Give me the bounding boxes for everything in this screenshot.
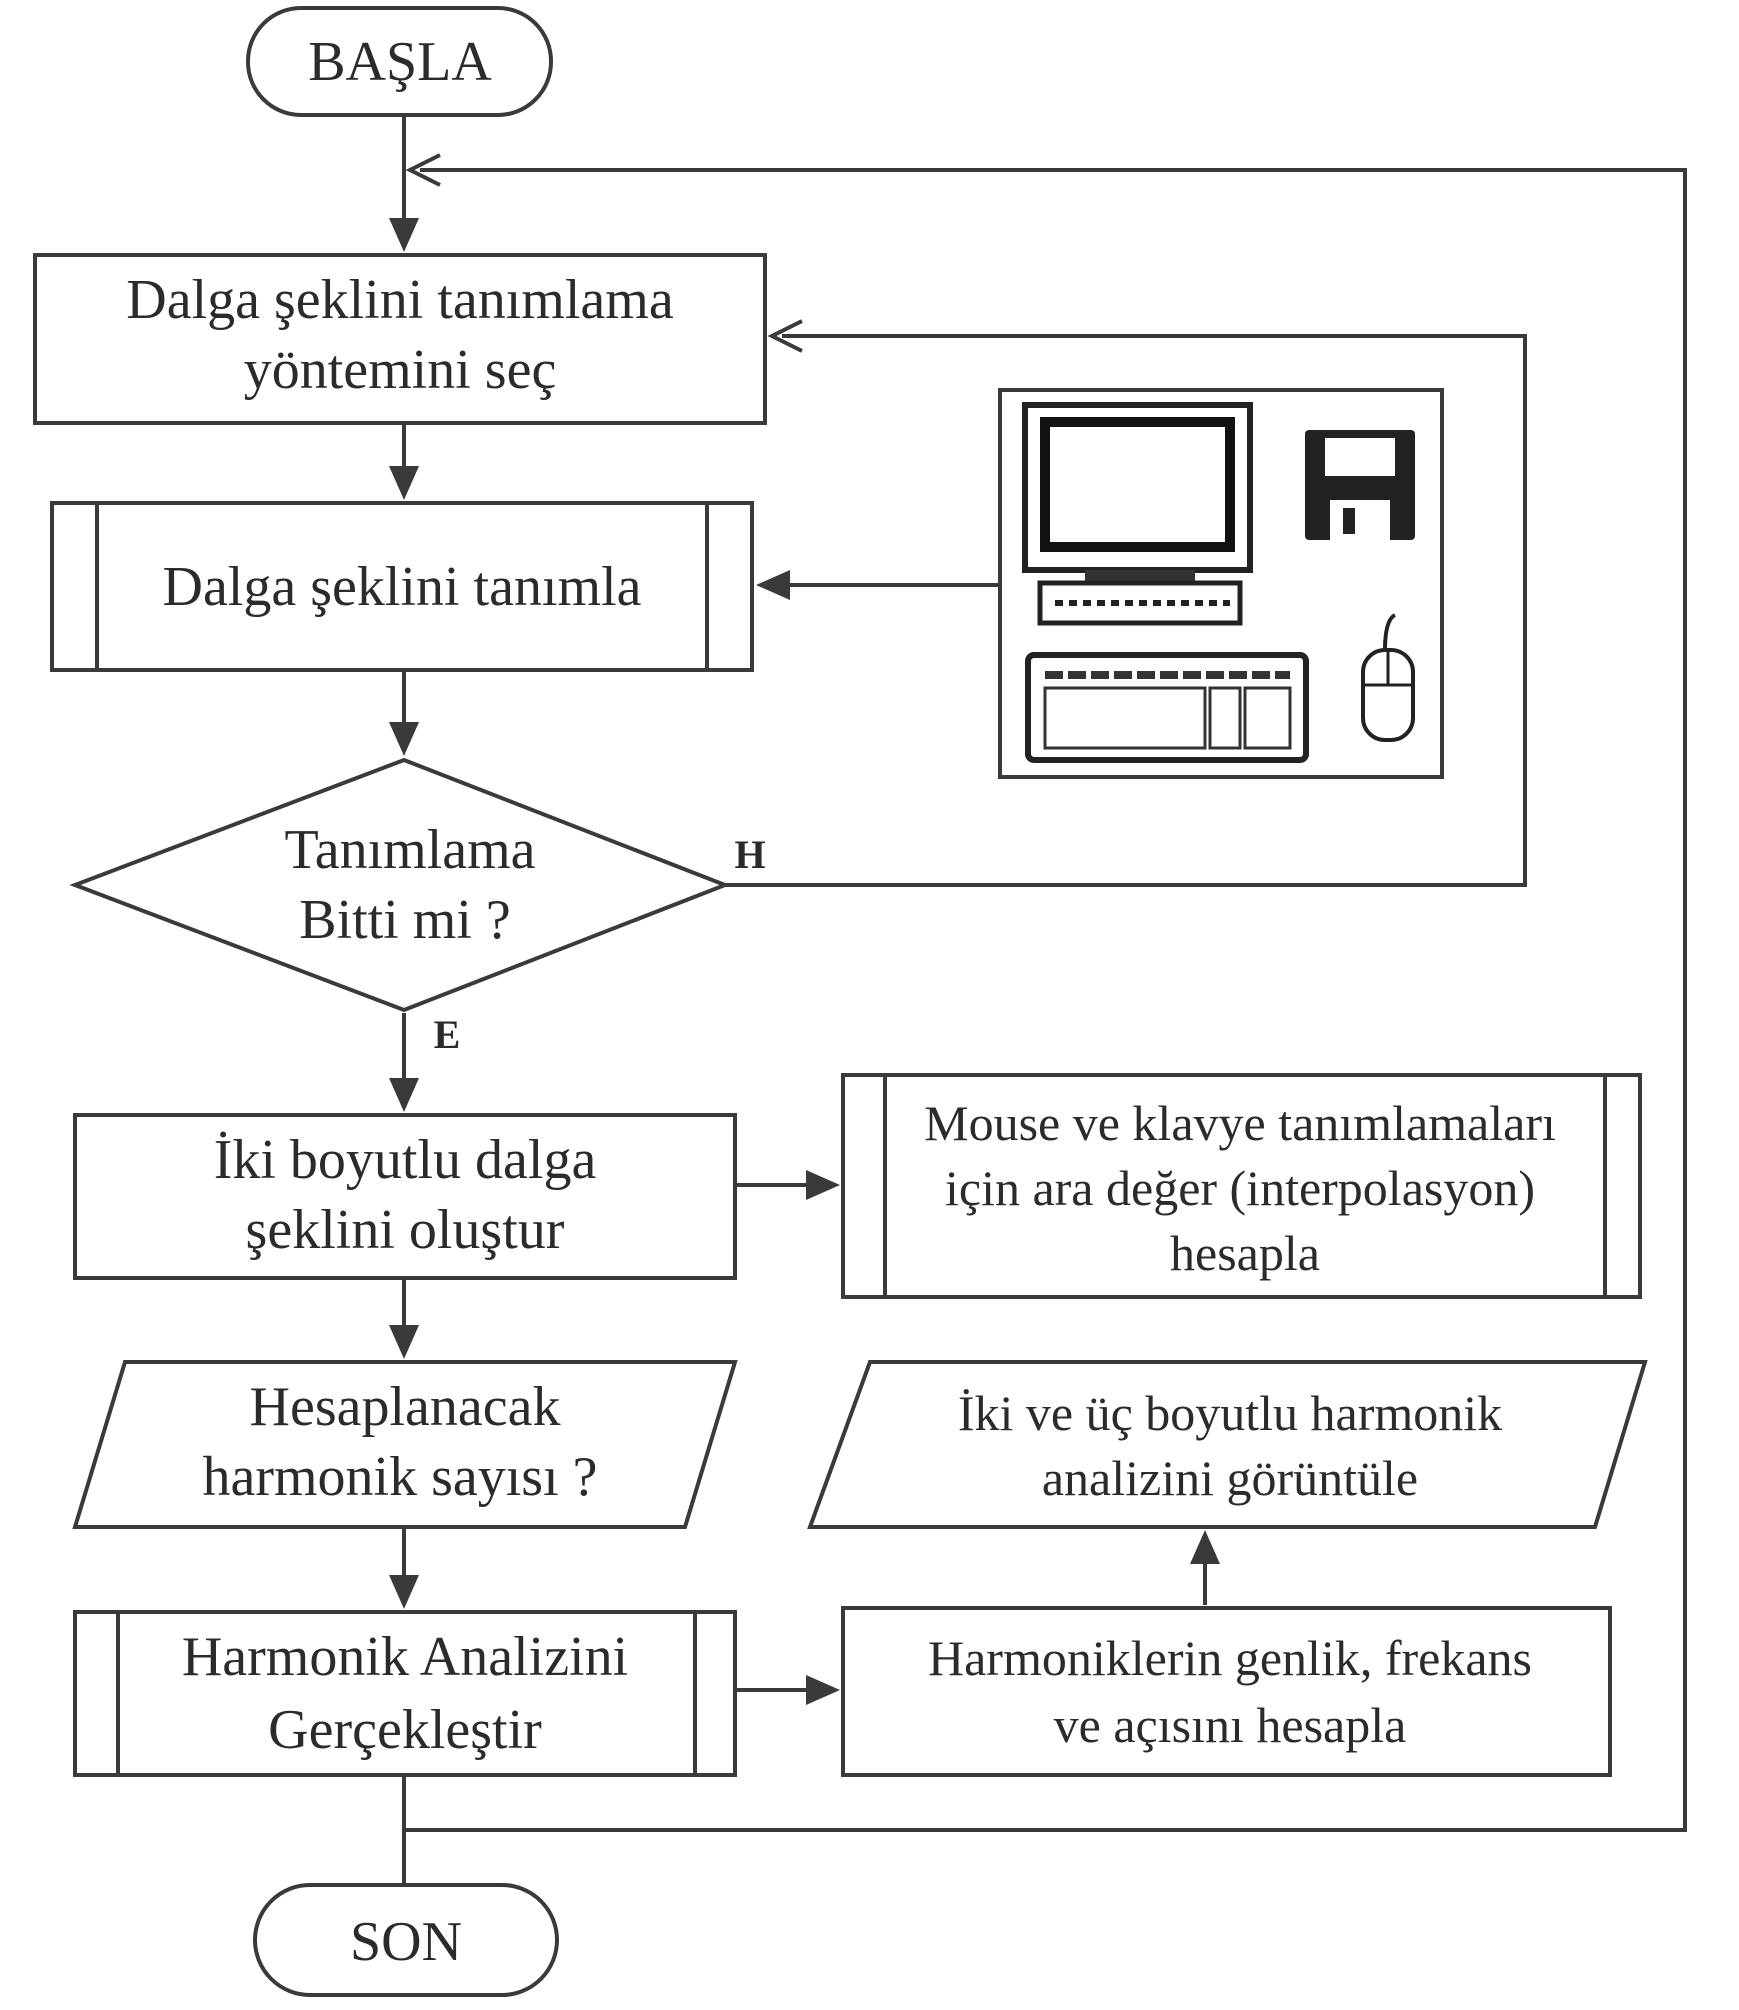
harmonic-count-input: Hesaplanacak harmonik sayısı ? [72,1360,738,1529]
arrowhead [1190,1530,1220,1564]
end-terminal: SON [253,1883,559,1997]
decision-no-label: H [734,832,765,877]
display-analysis-line1: İki ve üç boyutlu harmonik [958,1385,1502,1441]
harmonic-count-line1: Hesaplanacak [250,1376,561,1438]
decision-line2: Bitti mi ? [299,889,511,951]
arrowhead [806,1170,840,1200]
arrowhead [389,466,419,500]
arrowhead [806,1675,840,1705]
connectors [402,115,1687,1885]
arrowhead [389,1078,419,1112]
perform-analysis-line1: Harmonik Analizini [182,1626,628,1688]
interpolation-line3: hesapla [1170,1225,1320,1281]
arrowhead [389,1325,419,1359]
display-analysis-line2: analizini görüntüle [1042,1450,1418,1506]
arrowhead [767,319,803,353]
perform-analysis-subprocess: Harmonik Analizini Gerçekleştir [73,1610,737,1777]
end-label: SON [350,1911,462,1973]
mouse-icon [1361,613,1415,742]
define-waveform-label: Dalga şeklini tanımla [163,556,642,618]
floppy-disk-icon [1305,430,1415,540]
select-method-line2: yöntemini seç [244,339,557,401]
display-analysis-output: İki ve üç boyutlu harmonik analizini gör… [807,1360,1648,1529]
select-method-process: Dalga şeklini tanımlama yöntemini seç [33,253,767,425]
arrowhead [389,722,419,756]
calc-amplitude-line1: Harmoniklerin genlik, frekans [928,1630,1532,1686]
start-label: BAŞLA [308,31,492,93]
define-waveform-subprocess: Dalga şeklini tanımla [50,501,754,672]
interpolation-line1: Mouse ve klavye tanımlamaları [924,1095,1556,1151]
arrowhead [389,218,419,252]
computer-illustration [998,388,1444,779]
create-2d-process: İki boyutlu dalga şeklini oluştur [73,1113,737,1280]
arrowheads [389,153,1220,1705]
harmonic-count-line2: harmonik sayısı ? [202,1446,597,1508]
decision-diamond: Tanımlama Bitti mi ? H E [69,757,766,1057]
create-2d-line2: şeklini oluştur [246,1199,565,1261]
interpolation-line2: için ara değer (interpolasyon) [945,1160,1535,1216]
perform-analysis-line2: Gerçekleştir [268,1699,542,1761]
decision-yes-label: E [434,1012,461,1057]
computer-icon [1022,402,1253,626]
start-terminal: BAŞLA [246,6,553,117]
loop-back-no [722,334,1527,887]
decision-line1: Tanımlama [284,819,535,881]
arrowhead [756,570,790,600]
select-method-line1: Dalga şeklini tanımlama [126,269,674,331]
create-2d-line1: İki boyutlu dalga [214,1129,597,1191]
arrowhead [405,153,441,187]
arrowhead [389,1575,419,1609]
interpolation-subprocess: Mouse ve klavye tanımlamaları için ara d… [841,1073,1642,1299]
calc-amplitude-line2: ve açısını hesapla [1054,1697,1407,1753]
keyboard-icon [1025,652,1309,763]
loop-back-outer [404,168,1687,1832]
calc-amplitude-process: Harmoniklerin genlik, frekans ve açısını… [841,1606,1612,1777]
